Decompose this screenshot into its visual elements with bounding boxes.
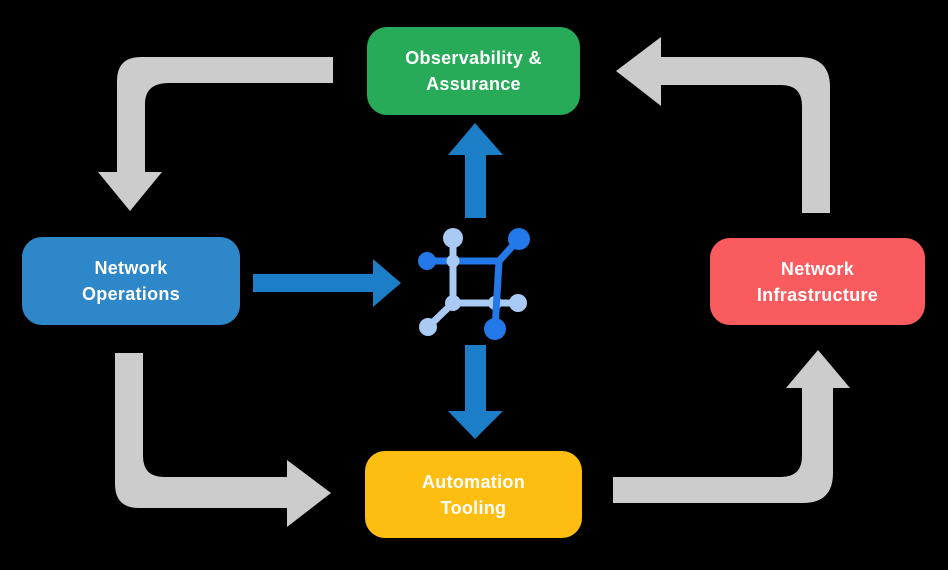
- arrow-center-to-observability: [448, 123, 503, 218]
- arrow-center-to-automation-tooling: [448, 345, 503, 439]
- node-network-infrastructure: Network Infrastructure: [710, 238, 925, 325]
- arrow-network-infrastructure-to-observability: [616, 37, 830, 213]
- arrow-observability-to-network-operations: [98, 57, 333, 211]
- network-mesh-icon: [418, 228, 530, 340]
- node-network-infrastructure-label: Network Infrastructure: [756, 258, 879, 305]
- node-network-operations: Network Operations: [22, 237, 240, 325]
- arrow-network-operations-to-automation-tooling: [115, 353, 331, 527]
- arrow-automation-tooling-to-network-infrastructure: [613, 350, 850, 503]
- node-automation-tooling: Automation Tooling: [365, 451, 582, 538]
- node-automation-tooling-label: Automation Tooling: [422, 471, 525, 518]
- node-network-operations-label: Network Operations: [81, 258, 181, 304]
- node-observability-assurance-label: Observability & Assurance: [405, 48, 542, 94]
- node-observability-assurance: Observability & Assurance: [367, 27, 580, 115]
- arrow-network-operations-to-center: [253, 259, 401, 307]
